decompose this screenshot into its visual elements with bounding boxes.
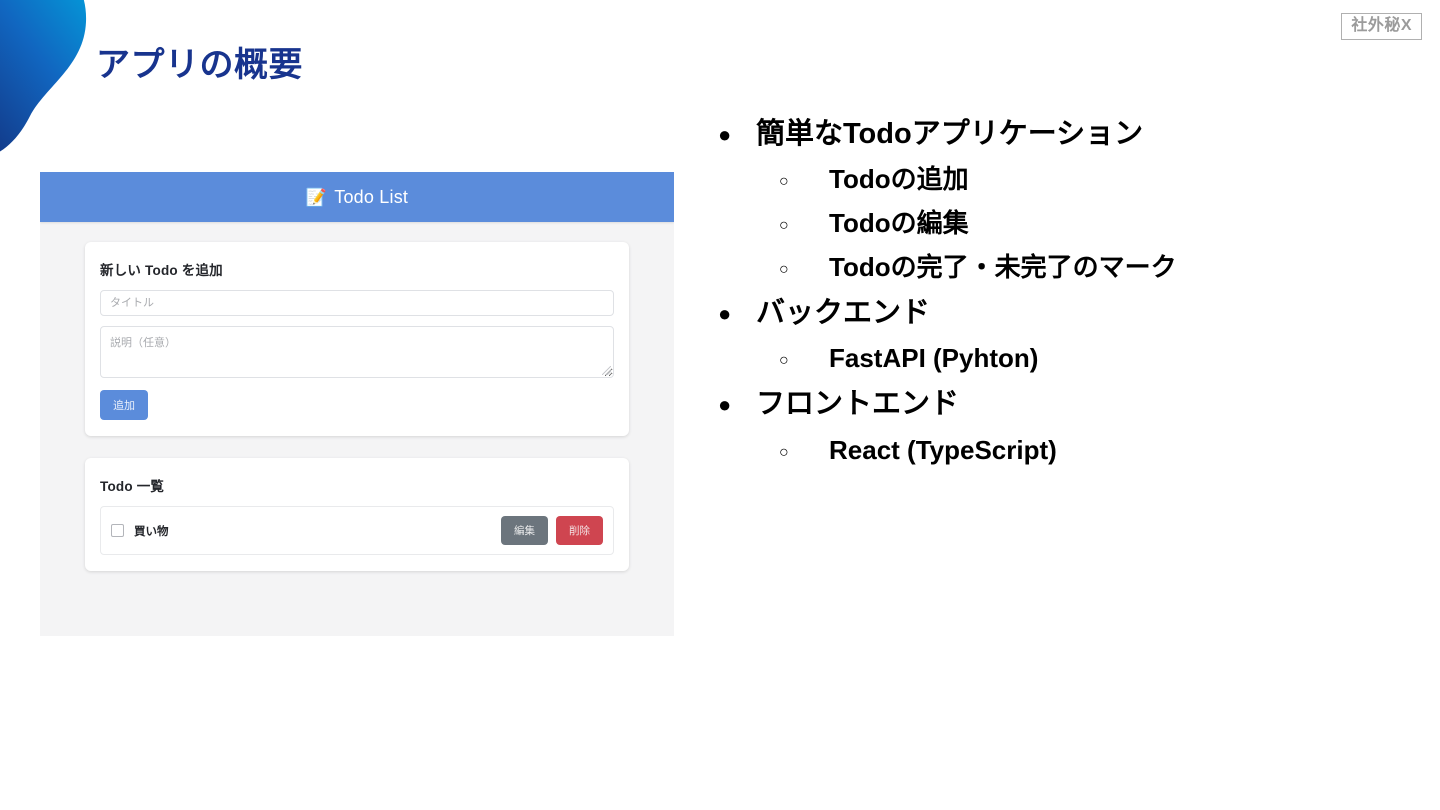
todo-checkbox[interactable] xyxy=(111,524,124,537)
todo-list-heading: Todo 一覧 xyxy=(100,479,165,494)
app-header-title: Todo List xyxy=(334,186,409,207)
spacer xyxy=(706,288,1406,297)
todo-description-wrapper xyxy=(100,326,614,378)
add-todo-button[interactable]: 追加 xyxy=(100,390,148,420)
bullet-marker-hollow-icon: ○ xyxy=(779,217,789,235)
bullet-level1: ● フロントエンド xyxy=(706,388,1406,421)
bullet-marker-filled-icon: ● xyxy=(718,301,732,327)
status-badge: 社外秘X xyxy=(1341,13,1422,40)
bullet-text: Todoの編集 xyxy=(829,208,969,239)
bullet-text: Todoの完了・未完了のマーク xyxy=(829,252,1177,283)
bullet-list: ● 簡単なTodoアプリケーション ○ Todoの追加 ○ Todoの編集 ○ … xyxy=(706,118,1406,470)
todo-item-label: 買い物 xyxy=(134,525,169,538)
todo-list-card: Todo 一覧 買い物 編集 削除 xyxy=(85,458,629,571)
bullet-level1: ● バックエンド xyxy=(706,297,1406,330)
edit-button[interactable]: 編集 xyxy=(501,516,548,545)
bullet-marker-hollow-icon: ○ xyxy=(779,261,789,279)
page-title: アプリの概要 xyxy=(96,46,303,84)
app-screenshot: 📝 Todo List 新しい Todo を追加 追加 Todo 一覧 買い xyxy=(40,172,674,636)
spacer xyxy=(706,156,1406,165)
add-todo-heading: 新しい Todo を追加 xyxy=(100,263,223,278)
todo-description-input[interactable] xyxy=(100,326,614,378)
bullet-text: Todoの追加 xyxy=(829,164,969,195)
bullet-marker-hollow-icon: ○ xyxy=(779,173,789,191)
bullet-level2: ○ FastAPI (Pyhton) xyxy=(706,343,1406,374)
bullet-level2: ○ Todoの追加 xyxy=(706,164,1406,195)
bullet-level1: ● 簡単なTodoアプリケーション xyxy=(706,118,1406,151)
bullet-level2: ○ Todoの完了・未完了のマーク xyxy=(706,252,1406,283)
spacer xyxy=(706,335,1406,344)
bullet-text: バックエンド xyxy=(756,297,931,330)
bullet-text: フロントエンド xyxy=(756,388,960,421)
bullet-text: FastAPI (Pyhton) xyxy=(829,343,1039,374)
bullet-text: 簡単なTodoアプリケーション xyxy=(756,118,1144,150)
bullet-level2: ○ React (TypeScript) xyxy=(706,434,1406,466)
bullet-marker-hollow-icon: ○ xyxy=(779,443,789,461)
bullet-marker-filled-icon: ● xyxy=(718,122,732,147)
spacer xyxy=(706,200,1406,209)
list-item: 買い物 編集 削除 xyxy=(100,506,614,555)
bullet-marker-filled-icon: ● xyxy=(718,392,732,418)
bullet-marker-hollow-icon: ○ xyxy=(779,352,789,370)
add-todo-card: 新しい Todo を追加 追加 xyxy=(85,242,629,436)
bullet-text: React (TypeScript) xyxy=(829,434,1057,465)
spacer xyxy=(706,379,1406,388)
todo-title-input[interactable] xyxy=(100,290,614,316)
memo-icon: 📝 xyxy=(305,187,328,207)
bullet-level2: ○ Todoの編集 xyxy=(706,208,1406,239)
app-header: 📝 Todo List xyxy=(40,172,674,222)
delete-button[interactable]: 削除 xyxy=(556,516,603,545)
decorative-gradient-blob xyxy=(0,0,132,180)
app-body: 新しい Todo を追加 追加 Todo 一覧 買い物 編集 削除 xyxy=(40,222,674,571)
